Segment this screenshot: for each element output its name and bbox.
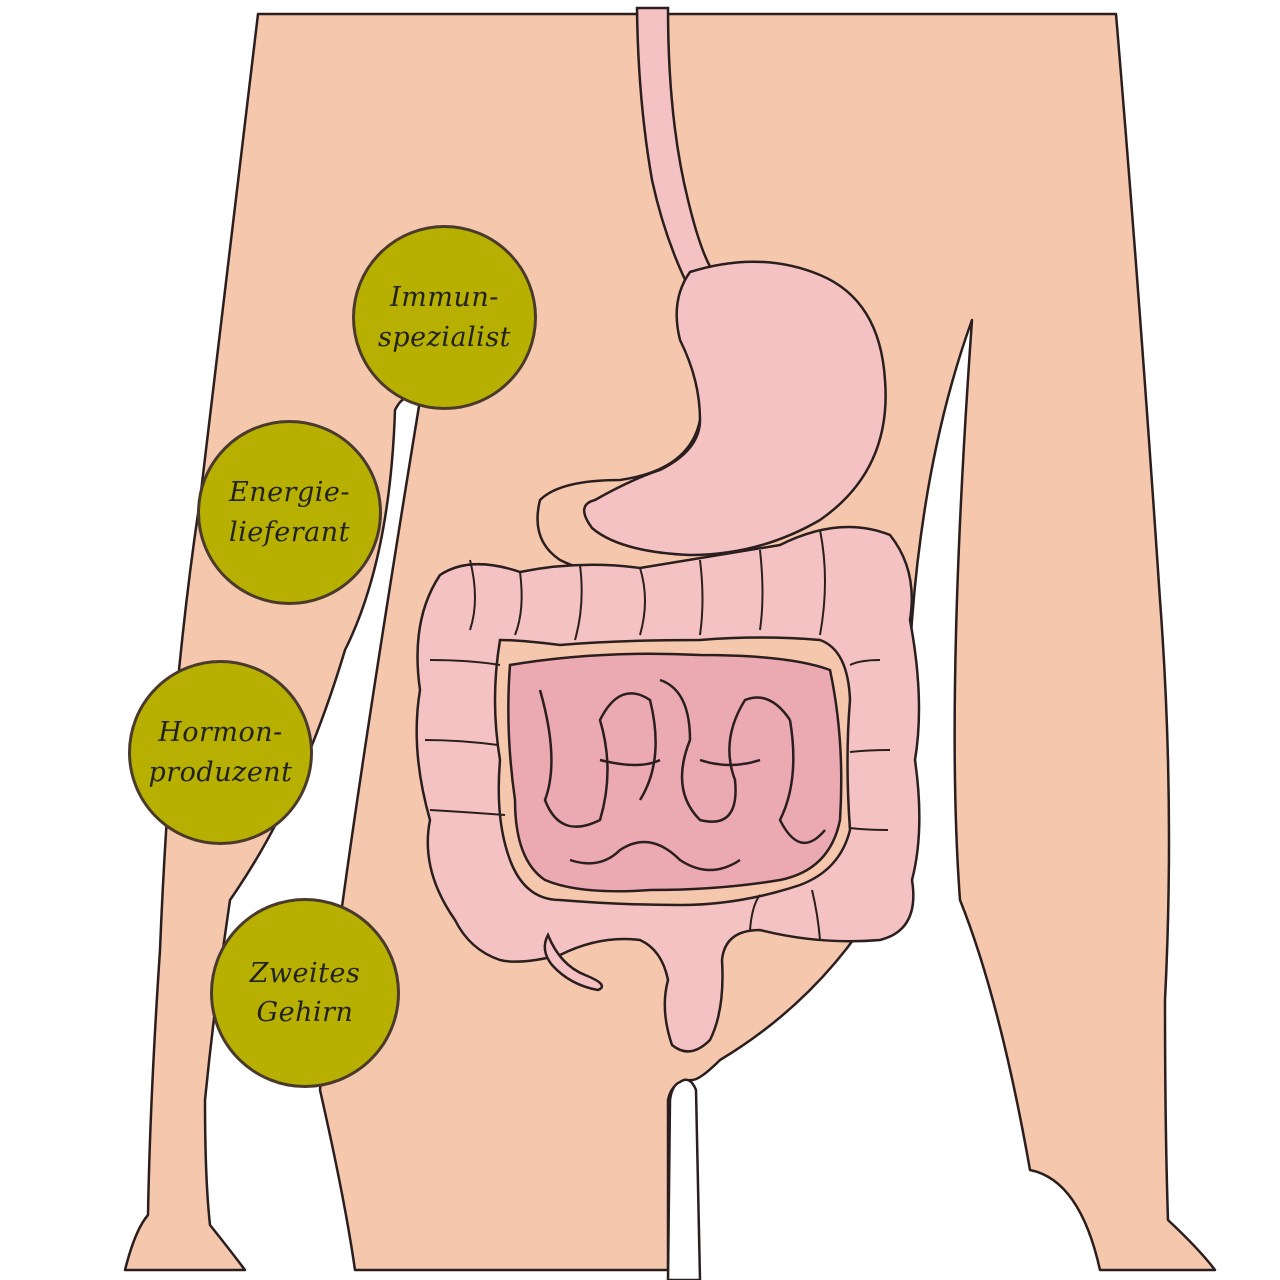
- bubble-immunspezialist: Immun- spezialist: [352, 225, 537, 410]
- appendix: [543, 932, 604, 992]
- bubble-label: Energie- lieferant: [228, 477, 350, 548]
- bubble-energielieferant: Energie- lieferant: [197, 420, 382, 605]
- small-intestine: [507, 652, 843, 893]
- bubble-label: Zweites Gehirn: [249, 957, 361, 1028]
- bubble-label: Immun- spezialist: [377, 282, 512, 353]
- leg-gap: [666, 1078, 702, 1280]
- bubble-label: Hormon- produzent: [148, 717, 293, 788]
- small-intestine-coils: [538, 678, 826, 872]
- bubble-hormonproduzent: Hormon- produzent: [128, 660, 313, 845]
- haustra-lines: [424, 529, 891, 941]
- large-intestine: [415, 525, 921, 1053]
- bubble-zweites-gehirn: Zweites Gehirn: [210, 898, 400, 1088]
- stomach: [583, 260, 887, 557]
